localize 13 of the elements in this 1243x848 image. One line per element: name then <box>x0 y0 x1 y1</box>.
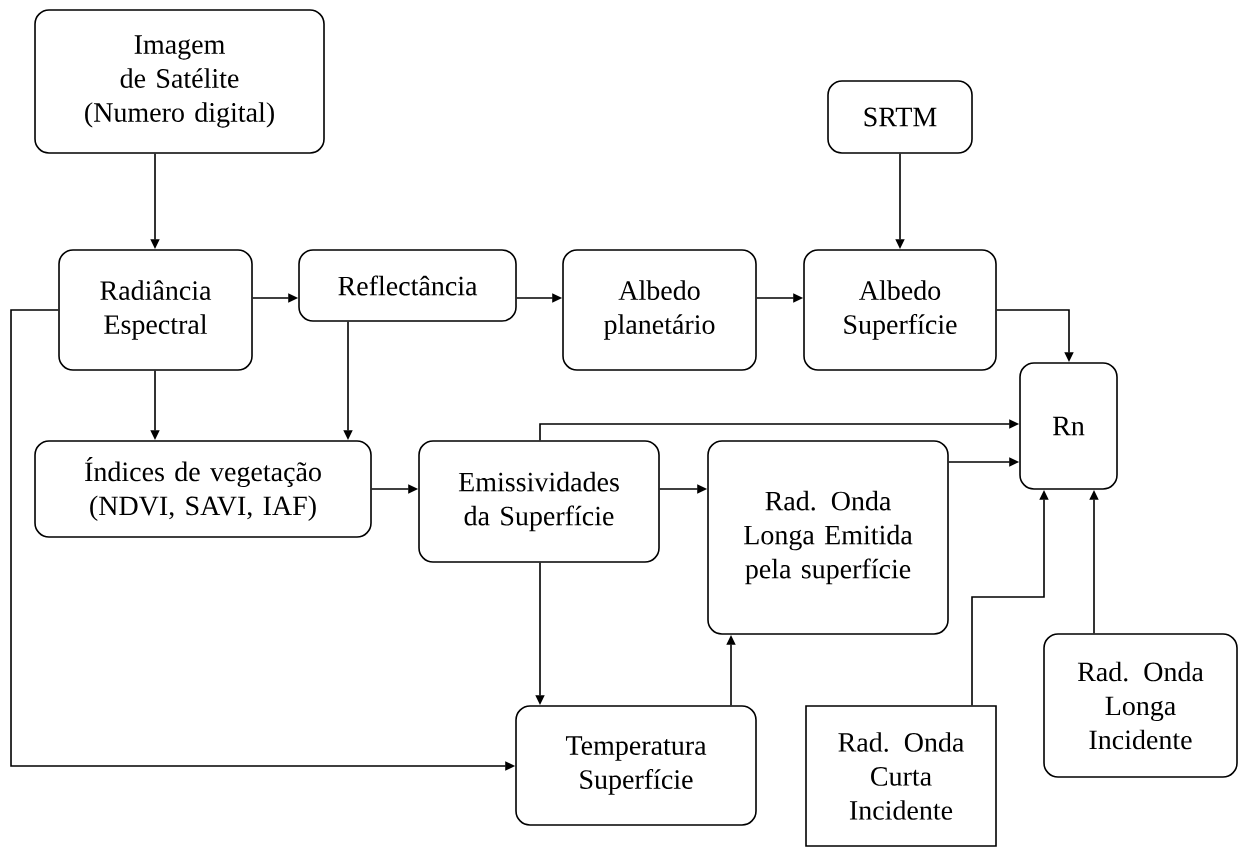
process-box: Índices de vegetação (NDVI, SAVI, IAF) <box>34 440 372 538</box>
process-box: Albedo Superfície <box>803 249 997 371</box>
process-box: Rad. Onda Curta Incidente <box>805 705 997 847</box>
process-box: SRTM <box>827 80 973 154</box>
process-box: Rn <box>1019 362 1118 490</box>
process-box: Temperatura Superfície <box>515 705 757 826</box>
process-box: Rad. Onda Longa Incidente <box>1043 633 1238 778</box>
process-box: Reflectância <box>298 249 517 322</box>
process-box: Rad. Onda Longa Emitida pela superfície <box>707 440 949 635</box>
process-box: Imagem de Satélite (Numero digital) <box>34 9 325 154</box>
process-box: Albedo planetário <box>562 249 757 371</box>
process-box: Radiância Espectral <box>58 249 253 371</box>
process-box: Emissividades da Superfície <box>418 440 660 563</box>
